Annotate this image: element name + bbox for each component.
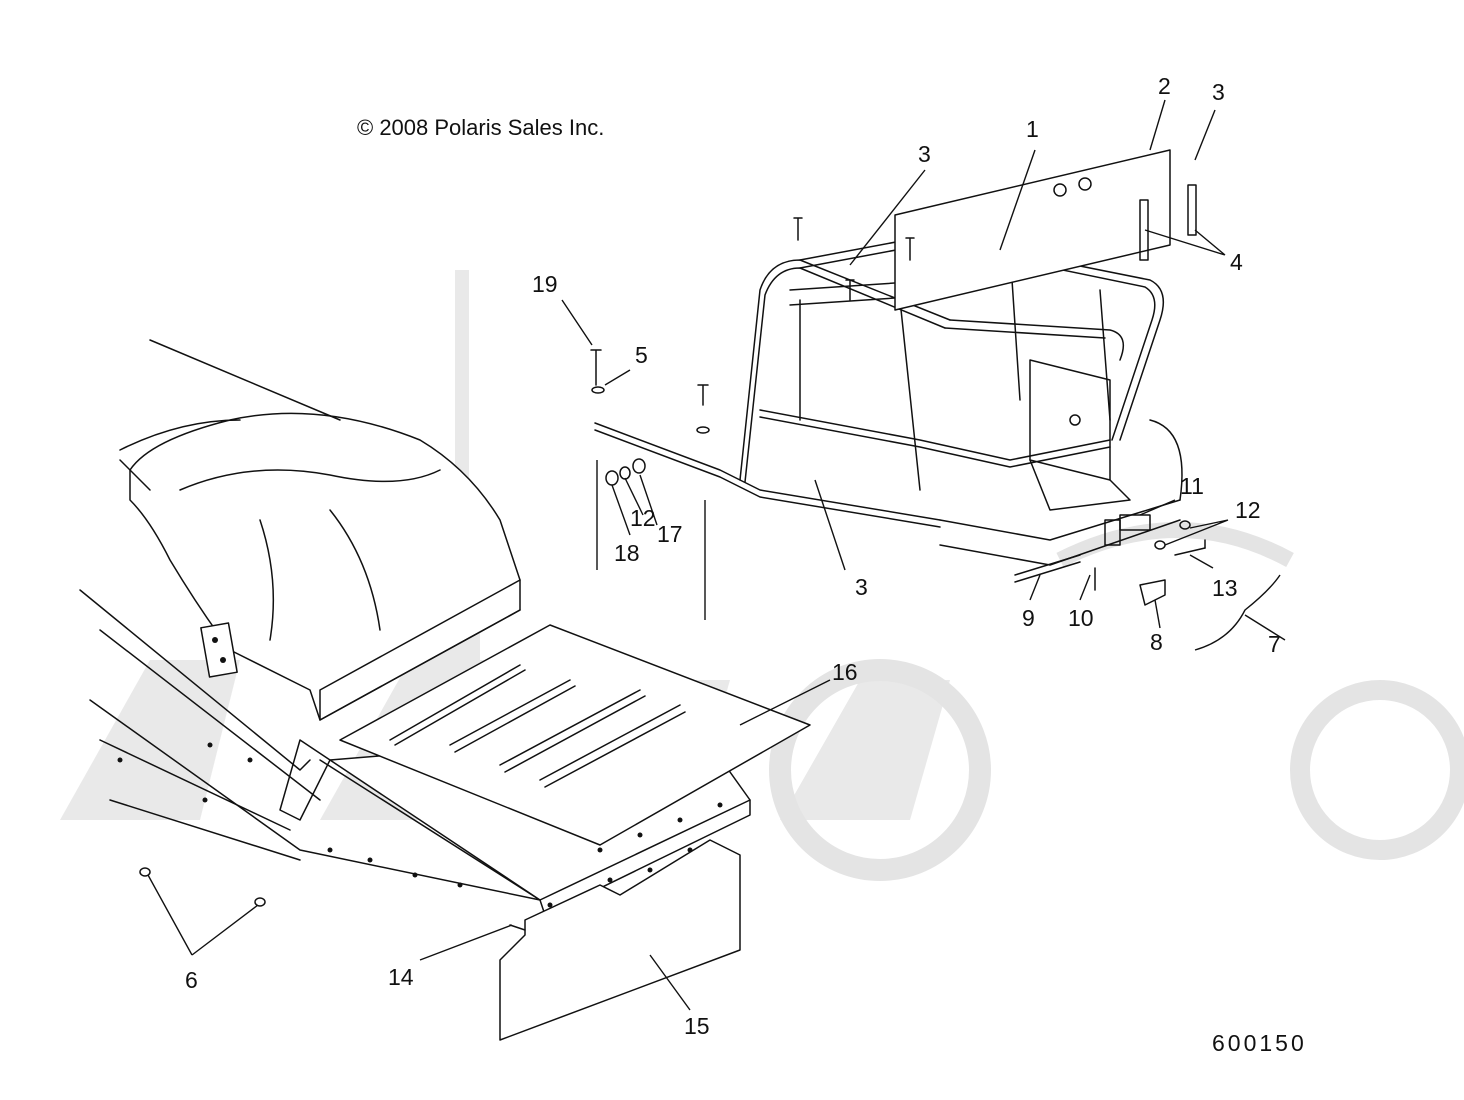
rear-rack-1 — [594, 229, 1183, 566]
callout-14: 14 — [388, 964, 414, 990]
callout-3: 3 — [855, 574, 868, 600]
callout-19: 19 — [532, 271, 558, 297]
mat-16 — [339, 624, 811, 846]
copyright-text: © 2008 Polaris Sales Inc. — [357, 115, 604, 140]
plate-2 — [894, 149, 1171, 311]
callout-15: 15 — [684, 1013, 710, 1039]
callout-12: 12 — [1235, 497, 1261, 523]
callout-3: 3 — [918, 141, 931, 167]
tunnel-frame — [79, 589, 541, 901]
callout-5: 5 — [635, 342, 648, 368]
callout-13: 13 — [1212, 575, 1238, 601]
callout-4: 4 — [1230, 249, 1243, 275]
callout-1: 1 — [1026, 116, 1039, 142]
labels: © 2008 Polaris Sales Inc. 600150 1 2 3 3… — [185, 73, 1307, 1056]
snow-flap-15 — [499, 839, 741, 1041]
callout-8: 8 — [1150, 629, 1163, 655]
seat-assembly — [119, 339, 521, 721]
strips-4 — [1139, 184, 1197, 261]
callout-2: 2 — [1158, 73, 1171, 99]
callout-11: 11 — [1180, 473, 1204, 499]
callout-7: 7 — [1268, 631, 1281, 657]
callout-3: 3 — [1212, 79, 1225, 105]
callout-16: 16 — [832, 659, 858, 685]
fasteners — [139, 217, 1206, 931]
callout-9: 9 — [1022, 605, 1035, 631]
callout-12: 12 — [630, 505, 656, 531]
callout-17: 17 — [657, 521, 683, 547]
callout-18: 18 — [614, 540, 640, 566]
leader-lines — [147, 99, 1286, 1011]
callout-10: 10 — [1068, 605, 1094, 631]
callout-6: 6 — [185, 967, 198, 993]
reference-number: 600150 — [1212, 1030, 1307, 1056]
